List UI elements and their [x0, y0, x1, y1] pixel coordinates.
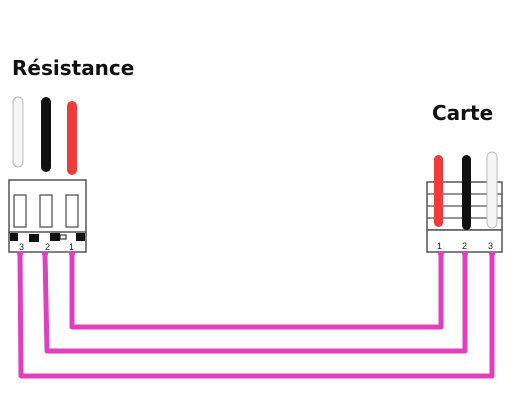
carte-wire-red — [434, 155, 443, 227]
resistance-wire-white — [12, 96, 24, 168]
resistance-pin-3: 3 — [19, 242, 24, 252]
connection-pin2-to-pin2 — [42, 251, 468, 354]
carte-pin-3: 3 — [488, 241, 493, 251]
carte-pin-1: 1 — [437, 241, 442, 251]
resistance-connector: 3 2 1 — [8, 179, 87, 253]
resistance-wire-black — [41, 97, 51, 172]
resistance-wires — [12, 96, 77, 175]
resistance-pin-1: 1 — [69, 242, 74, 252]
connection-pin3-to-pin3 — [17, 251, 495, 379]
connection-lines — [17, 251, 495, 379]
carte-pin-2: 2 — [462, 241, 467, 251]
carte-label: Carte — [432, 101, 494, 125]
resistance-pin-2: 2 — [45, 242, 50, 252]
carte-wire-white — [486, 151, 498, 229]
carte-wire-black — [462, 155, 471, 230]
carte-wires — [434, 151, 498, 230]
resistance-wire-red — [67, 101, 77, 175]
resistance-label: Résistance — [12, 56, 135, 80]
pin-dots — [17, 251, 495, 257]
connection-pin1-to-pin1 — [69, 251, 444, 330]
